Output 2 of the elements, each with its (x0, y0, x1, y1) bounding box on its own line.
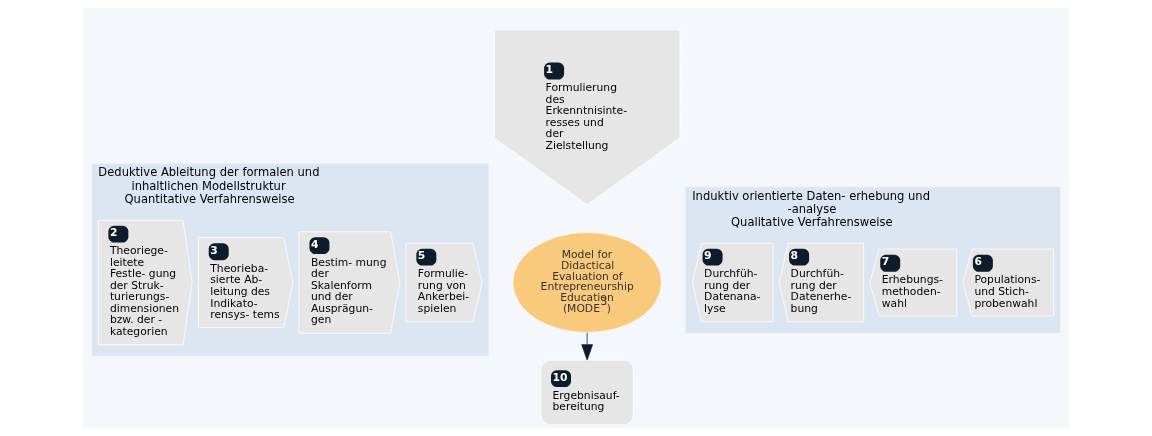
node-box: 10 Ergebnisauf- bereitung (540, 359, 634, 426)
arrow (581, 332, 593, 361)
